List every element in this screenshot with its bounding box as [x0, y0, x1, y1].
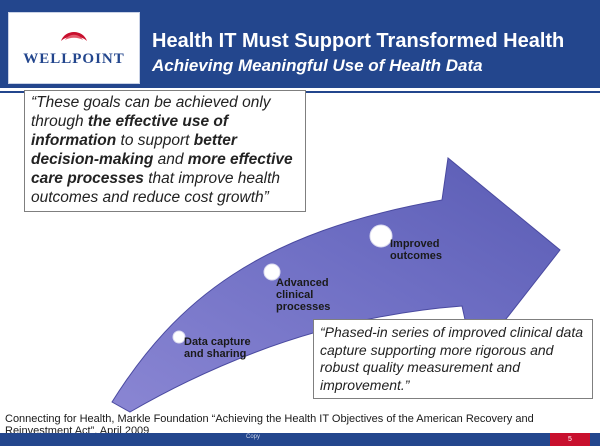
footer-label: Copy [246, 434, 261, 440]
stage-marker-3 [369, 224, 393, 248]
stage-label-improved-outcomes: Improved outcomes [390, 238, 442, 262]
stage-label-data-capture: Data capture and sharing [184, 336, 251, 360]
stage-label-line: Advanced [276, 277, 329, 289]
phased-quote: “Phased-in series of improved clinical d… [313, 319, 593, 399]
goals-quote-bold-1: the effective use of information [31, 113, 229, 149]
slide-subtitle: Achieving Meaningful Use of Health Data [152, 56, 483, 75]
header-divider [0, 88, 600, 91]
goals-quote-text-3: and [153, 151, 188, 168]
stage-marker-2 [263, 263, 281, 281]
logo-text: WELLPOINT [23, 51, 125, 67]
page-number: 5 [550, 433, 590, 446]
goals-quote: “These goals can be achieved only throug… [24, 90, 306, 212]
goals-quote-text-4: that improve health outcomes and reduce … [31, 170, 281, 206]
footer-bar [0, 433, 600, 446]
stage-label-advanced-clinical: Advanced clinical processes [276, 277, 330, 313]
stage-marker-1 [172, 330, 186, 344]
goals-quote-text-2: to support [116, 132, 194, 149]
goals-quote-bold-2: better decision-making [31, 132, 237, 168]
goals-quote-text-1: “These goals can be achieved only throug… [31, 94, 271, 130]
stage-label-line: processes [276, 301, 331, 313]
stage-label-line: Improved [390, 238, 440, 250]
logo-mark-icon [61, 32, 87, 41]
stage-label-line: Data capture [184, 336, 251, 348]
slide-title: Health IT Must Support Transformed Healt… [152, 30, 565, 52]
stage-label-line: clinical [276, 289, 314, 301]
wellpoint-logo: WELLPOINT [8, 12, 140, 84]
stage-label-line: and sharing [184, 348, 247, 360]
stage-label-line: outcomes [390, 250, 442, 262]
goals-quote-bold-3: more effective care processes [31, 151, 293, 187]
